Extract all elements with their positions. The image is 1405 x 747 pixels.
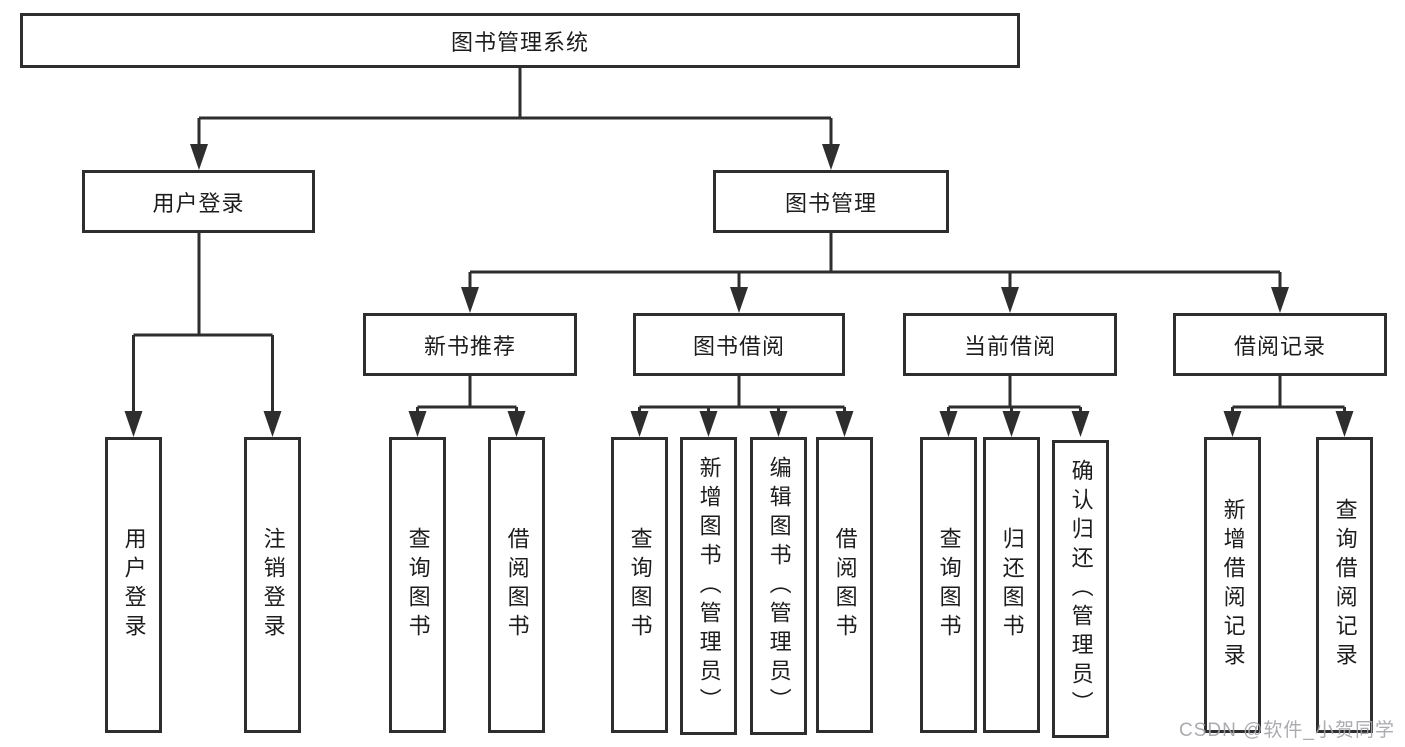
leaf-query-book-recommend-label: 查询图书 [405,527,431,643]
leaf-query-book-current: 查询图书 [920,437,977,733]
node-book-borrowing: 图书借阅 [633,313,845,376]
leaf-user-login: 用户登录 [105,437,162,733]
node-book-management: 图书管理 [713,170,949,233]
leaf-query-book-borrowing-label: 查询图书 [627,527,653,643]
leaf-return-book-label: 归还图书 [999,527,1025,643]
leaf-add-borrow-record-label: 新增借阅记录 [1220,498,1246,672]
node-borrow-records: 借阅记录 [1173,313,1387,376]
node-user-login: 用户登录 [82,170,315,233]
leaf-borrow-book-recommend-label: 借阅图书 [504,527,530,643]
leaf-add-book-admin: 新增图书（管理员） [680,437,737,735]
leaf-return-book: 归还图书 [983,437,1040,733]
leaf-query-book-recommend: 查询图书 [389,437,446,733]
csdn-watermark: CSDN @软件_小贺同学 [1179,720,1395,741]
node-new-book-recommend-label: 新书推荐 [423,333,516,359]
leaf-add-book-admin-label: 新增图书（管理员） [696,455,722,717]
node-library-management-system: 图书管理系统 [20,13,1020,68]
leaf-logout-label: 注销登录 [260,527,286,643]
leaf-confirm-return-admin: 确认归还（管理员） [1052,440,1109,738]
node-current-borrowing-label: 当前借阅 [963,333,1056,359]
leaf-query-borrow-record: 查询借阅记录 [1316,437,1373,733]
node-book-borrowing-label: 图书借阅 [692,333,785,359]
leaf-user-login-label: 用户登录 [121,527,147,643]
node-borrow-records-label: 借阅记录 [1233,333,1326,359]
node-book-management-label: 图书管理 [784,190,877,216]
leaf-add-borrow-record: 新增借阅记录 [1204,437,1261,733]
leaf-borrow-book-recommend: 借阅图书 [488,437,545,733]
node-new-book-recommend: 新书推荐 [363,313,577,376]
leaf-confirm-return-admin-label: 确认归还（管理员） [1068,458,1094,720]
node-library-management-system-label: 图书管理系统 [450,29,589,55]
leaf-edit-book-admin-label: 编辑图书（管理员） [766,455,792,717]
leaf-logout: 注销登录 [244,437,301,733]
node-user-login-label: 用户登录 [152,190,245,216]
leaf-edit-book-admin: 编辑图书（管理员） [750,437,807,735]
leaf-borrow-book: 借阅图书 [816,437,873,733]
node-current-borrowing: 当前借阅 [903,313,1117,376]
leaf-query-borrow-record-label: 查询借阅记录 [1332,498,1358,672]
leaf-borrow-book-label: 借阅图书 [832,527,858,643]
leaf-query-book-borrowing: 查询图书 [611,437,668,733]
leaf-query-book-current-label: 查询图书 [936,527,962,643]
